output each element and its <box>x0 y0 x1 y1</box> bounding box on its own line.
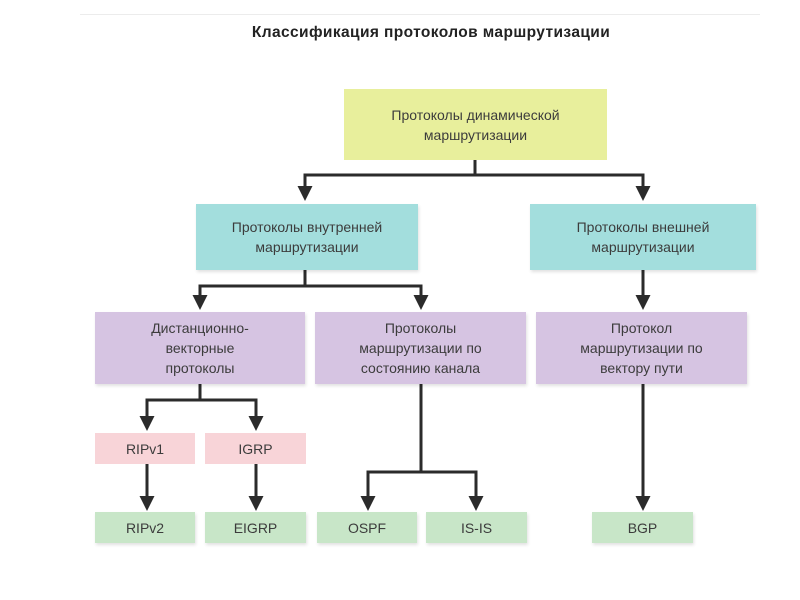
node-link-state: Протоколы маршрутизации по состоянию кан… <box>315 312 526 384</box>
node-distance-vector: Дистанционно-векторные протоколы <box>95 312 305 384</box>
edge-distance-vector-to-ripv1 <box>139 384 202 431</box>
node-interior-routing: Протоколы внутренней маршрутизации <box>196 204 418 270</box>
edge-interior-to-link-state <box>305 284 429 310</box>
node-ripv2: RIPv2 <box>95 512 195 543</box>
diagram-title: Классификация протоколов маршрутизации <box>251 24 611 41</box>
node-ripv1: RIPv1 <box>95 433 195 464</box>
node-eigrp: EIGRP <box>205 512 306 543</box>
node-exterior-routing: Протоколы внешней маршрутизации <box>530 204 756 270</box>
node-dynamic-routing: Протоколы динамической маршрутизации <box>344 89 607 160</box>
edge-link-state-to-ospf <box>360 384 423 511</box>
node-isis: IS-IS <box>426 512 527 543</box>
edge-distance-vector-to-igrp <box>200 398 264 431</box>
top-divider <box>80 14 760 15</box>
edge-dynamic-to-interior <box>297 160 477 201</box>
node-igrp: IGRP <box>205 433 306 464</box>
edge-dynamic-to-exterior <box>475 173 651 201</box>
edge-interior-to-distance-vector <box>192 270 307 310</box>
edge-link-state-to-isis <box>421 470 484 511</box>
node-ospf: OSPF <box>317 512 417 543</box>
node-bgp: BGP <box>592 512 693 543</box>
node-path-vector: Протокол маршрутизации по вектору пути <box>536 312 747 384</box>
